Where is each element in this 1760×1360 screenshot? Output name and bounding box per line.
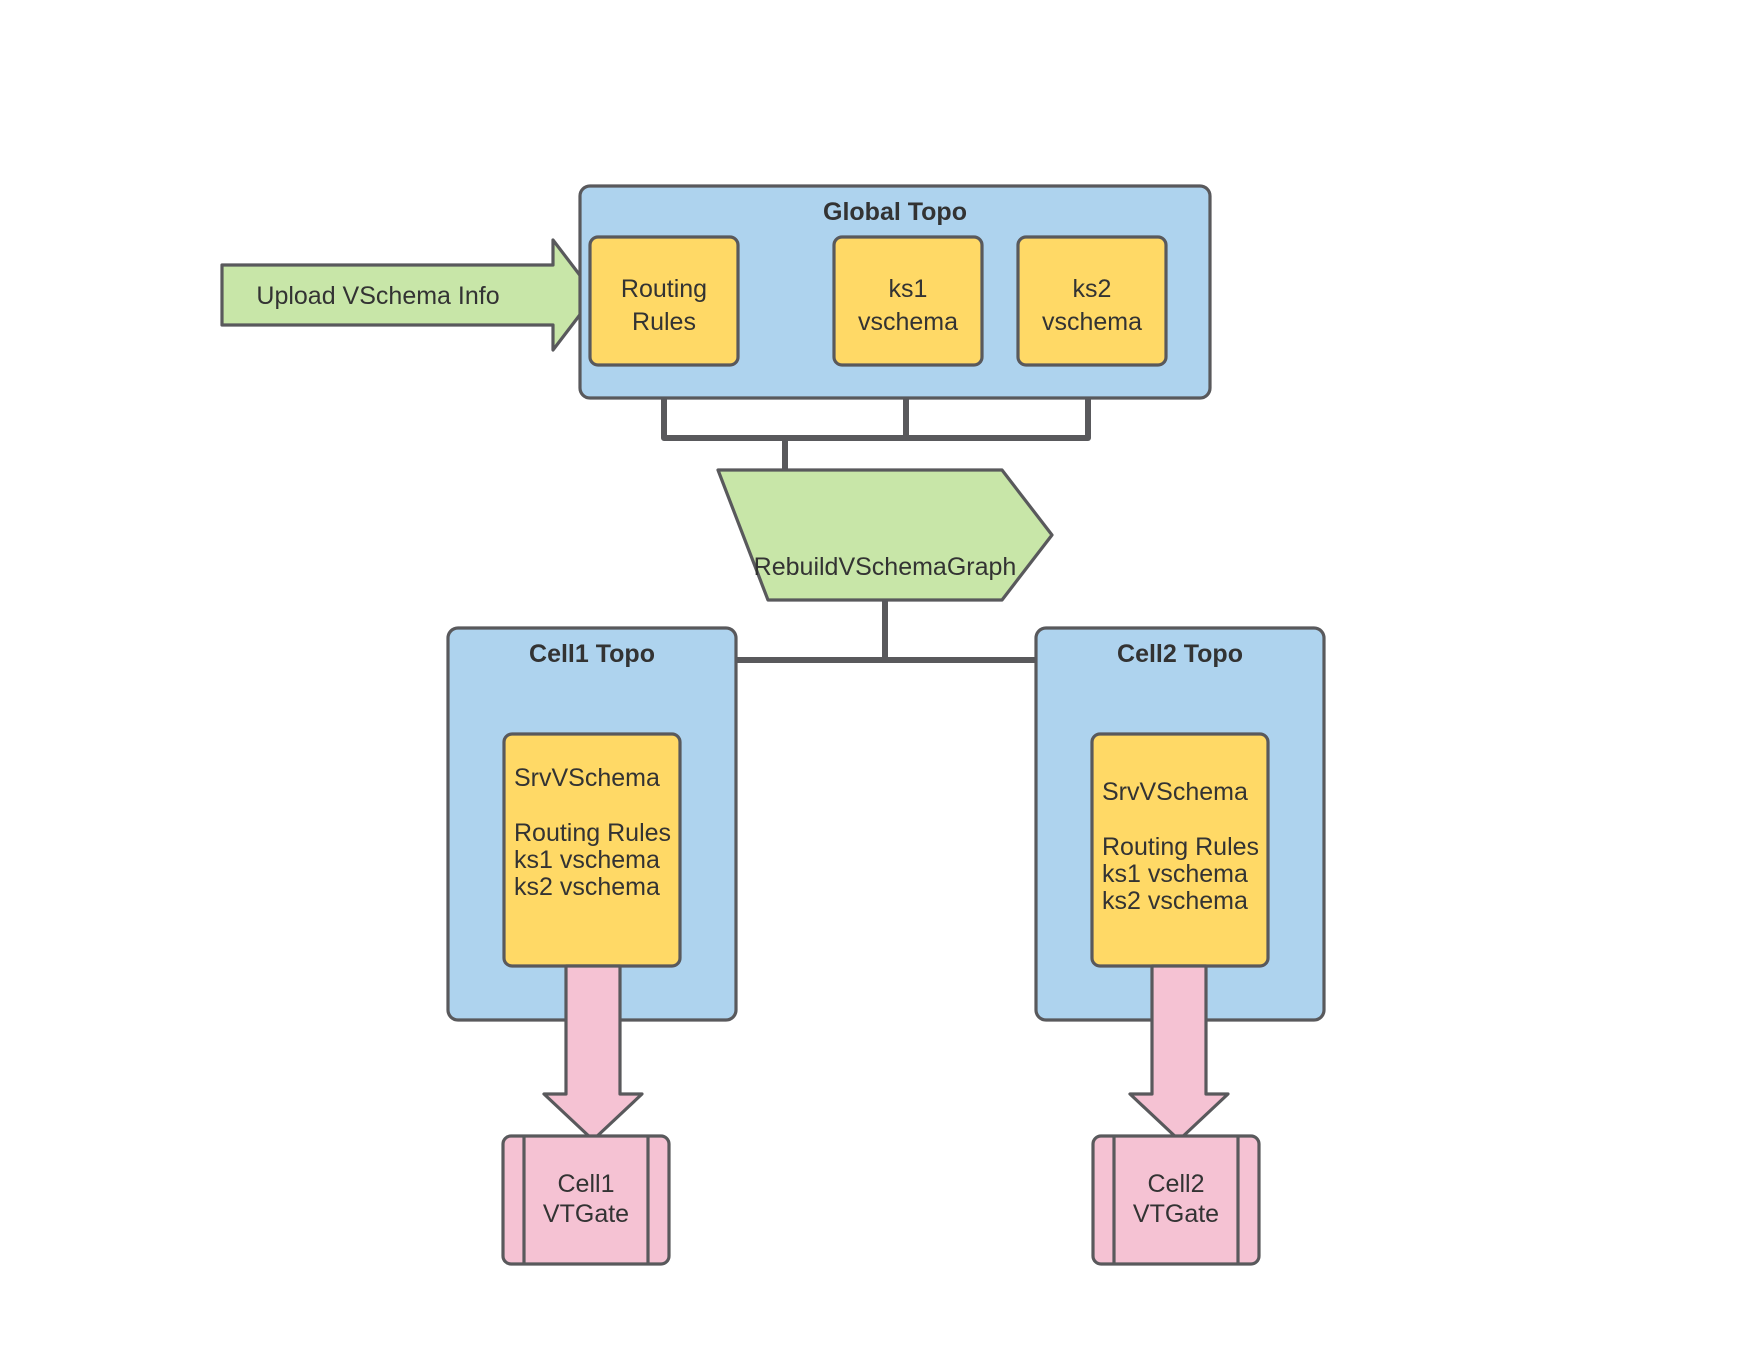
cell1-srvvschema-heading: SrvVSchema: [514, 764, 660, 792]
cell1-srvvschema-line-1: Routing Rules: [514, 819, 671, 847]
routing-rules-node[interactable]: Routing Rules: [588, 235, 740, 367]
rebuild-vschema-graph-node[interactable]: RebuildVSchemaGraph: [716, 468, 1054, 602]
routing-rules-line-1: Routing: [621, 275, 707, 303]
cell1-topo-title: Cell1 Topo: [529, 640, 655, 668]
ks2-vschema-line-1: ks2: [1073, 275, 1112, 303]
cell1-vtgate-line-2: VTGate: [543, 1200, 629, 1228]
ks2-vschema-line-2: vschema: [1042, 308, 1142, 336]
rebuild-hexagon-label: RebuildVSchemaGraph: [754, 553, 1017, 581]
cell1-srvvschema-line-3: ks2 vschema: [514, 873, 660, 901]
routing-rules-box: [588, 235, 740, 367]
cell1-srvvschema-line-2: ks1 vschema: [514, 846, 660, 874]
rebuild-hexagon-shape: [716, 468, 1054, 602]
upload-arrow-shape: [220, 238, 597, 352]
cell2-srvvschema-line-3: ks2 vschema: [1102, 887, 1248, 915]
cell2-srvvschema-line-2: ks1 vschema: [1102, 860, 1248, 888]
cell2-vtgate-line-1: Cell2: [1148, 1170, 1205, 1198]
cell2-srvvschema-line-1: Routing Rules: [1102, 833, 1259, 861]
cell1-vtgate-box: [501, 1134, 671, 1266]
global-topo-title: Global Topo: [823, 198, 967, 226]
cell2-topo-container[interactable]: Cell2 Topo SrvVSchema Routing Rules ks1 …: [1034, 626, 1326, 1022]
cell1-srv-to-vtgate-arrow: [542, 964, 644, 1142]
cell1-vtgate-line-1: Cell1: [558, 1170, 615, 1198]
cell2-srvvschema-heading: SrvVSchema: [1102, 778, 1248, 806]
ks1-vschema-box: [832, 235, 984, 367]
global-topo-container[interactable]: Global Topo Routing Rules ks1 vschema ks…: [578, 184, 1212, 400]
cell2-vtgate-box: [1091, 1134, 1261, 1266]
cell1-vtgate-node[interactable]: Cell1 VTGate: [501, 1134, 671, 1266]
cell2-vtgate-line-2: VTGate: [1133, 1200, 1219, 1228]
cell1-topo-container[interactable]: Cell1 Topo SrvVSchema Routing Rules ks1 …: [446, 626, 738, 1022]
cell2-srv-to-vtgate-arrow: [1128, 964, 1230, 1142]
cell1-srvvschema-node[interactable]: SrvVSchema Routing Rules ks1 vschema ks2…: [502, 732, 682, 968]
ks1-vschema-node[interactable]: ks1 vschema: [832, 235, 984, 367]
ks2-vschema-box: [1016, 235, 1168, 367]
cell2-vtgate-node[interactable]: Cell2 VTGate: [1091, 1134, 1261, 1266]
upload-arrow-label: Upload VSchema Info: [256, 282, 499, 310]
ks2-vschema-node[interactable]: ks2 vschema: [1016, 235, 1168, 367]
cell2-srvvschema-node[interactable]: SrvVSchema Routing Rules ks1 vschema ks2…: [1090, 732, 1270, 968]
upload-vschema-arrow[interactable]: Upload VSchema Info: [220, 238, 597, 352]
cell2-topo-title: Cell2 Topo: [1117, 640, 1243, 668]
ks1-vschema-line-2: vschema: [858, 308, 958, 336]
ks1-vschema-line-1: ks1: [889, 275, 928, 303]
routing-rules-line-2: Rules: [632, 308, 696, 336]
